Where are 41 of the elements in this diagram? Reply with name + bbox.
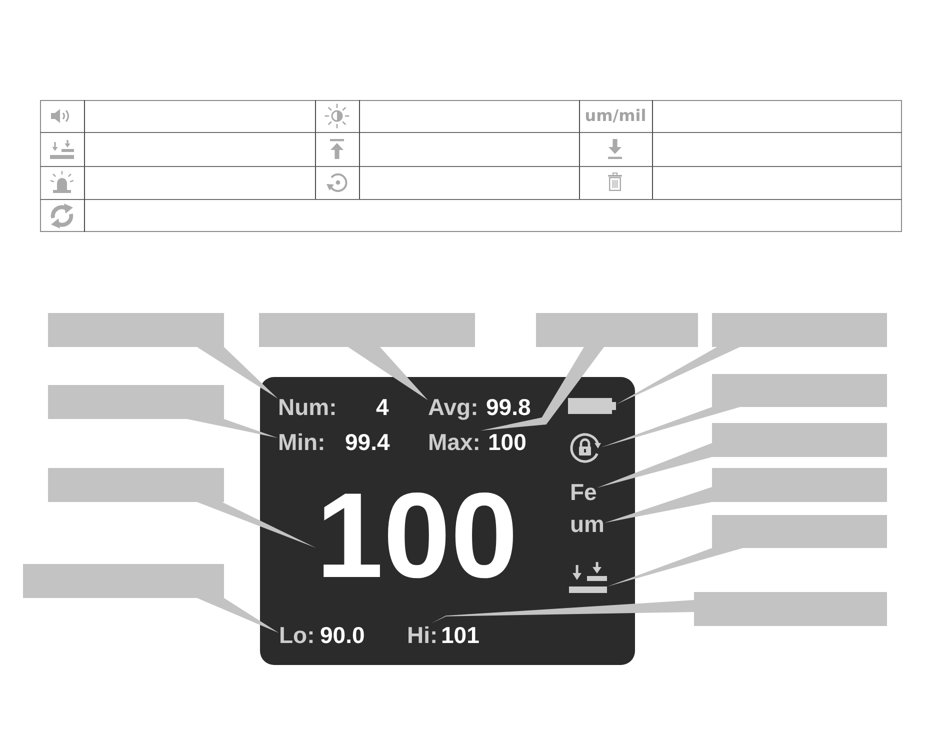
callout-box	[259, 313, 475, 347]
leader-line	[197, 347, 278, 399]
reading-label: Lo:	[279, 624, 315, 646]
reading-label: Max:	[428, 430, 480, 454]
leader-line	[604, 487, 712, 523]
leader-line	[616, 347, 740, 405]
leader-line	[187, 419, 278, 438]
reading-label: Hi:	[407, 624, 438, 646]
lock-icon	[569, 432, 601, 464]
reading-label: Avg:	[428, 396, 478, 418]
leader-line	[480, 347, 604, 431]
callout-box	[536, 313, 698, 347]
callout-box	[712, 515, 887, 548]
leader-line	[596, 443, 712, 488]
callout-box	[694, 592, 887, 626]
callout-box	[712, 468, 887, 502]
leader-line	[601, 407, 740, 448]
callout-box	[48, 468, 224, 502]
mode-label: Fe	[570, 480, 597, 504]
reading-label: Num:	[278, 396, 337, 418]
reading-value: 99.8	[486, 396, 531, 418]
display-screen	[260, 377, 635, 665]
callout-box	[712, 423, 887, 457]
main-reading: 100	[316, 474, 518, 596]
reading-value: 90.0	[320, 624, 365, 646]
leader-line	[607, 548, 743, 587]
arrow-plate-icon	[569, 562, 607, 593]
unit-label: um	[570, 512, 604, 536]
callout-box	[712, 313, 887, 347]
leader-line	[197, 502, 316, 548]
reading-value: 99.4	[345, 430, 390, 454]
leader-line	[348, 347, 428, 400]
callout-box	[712, 374, 887, 407]
leader-line	[197, 598, 279, 633]
unit-label: um/mil	[584, 108, 646, 124]
callout-box	[48, 313, 224, 347]
battery-icon	[568, 398, 616, 414]
reading-value: 4	[376, 396, 389, 418]
reading-label: Min:	[278, 430, 326, 454]
reading-value: 100	[488, 430, 526, 454]
reading-value: 101	[441, 624, 480, 646]
